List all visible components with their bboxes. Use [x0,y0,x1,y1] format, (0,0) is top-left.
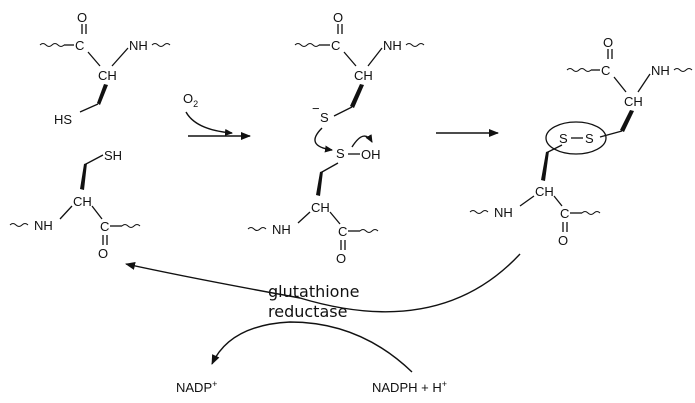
molecule-cysteine-thiol-top: C O CH NH HS [39,10,171,127]
svg-text:glutathione: glutathione [268,282,359,301]
atom-s-sulfenic: S [336,146,345,161]
atom-c: C [560,206,569,221]
atom-nh: NH [651,63,670,78]
molecule-cystine-disulfide: C O CH NH S S CH NH C O [469,35,693,248]
cofactor-nadp-plus: NADP+ [176,379,217,395]
atom-s-thiolate: S [320,110,329,125]
disulfide-bond-highlight [545,121,607,155]
atom-c: C [338,224,347,239]
cofactor-arc-arrow [211,321,413,373]
atom-o: O [333,10,343,25]
atom-ch: CH [624,94,643,109]
enzyme-label: glutathione reductase [268,282,359,321]
atom-nh: NH [383,38,402,53]
atom-ch: CH [354,68,373,83]
molecule-sulfenic-acid: S OH CH NH C O [247,146,381,266]
atom-c: C [75,38,84,53]
atom-o: O [336,251,346,266]
atom-nh: NH [34,218,53,233]
molecule-cysteine-thiolate: C O CH NH S − [294,10,425,125]
atom-c: C [331,38,340,53]
atom-o: O [603,35,613,50]
atom-ch: CH [73,194,92,209]
regeneration-arc-arrow [125,253,521,313]
atom-o: O [558,233,568,248]
charge-minus: − [312,101,320,116]
atom-ch: CH [311,200,330,215]
atom-o: O [98,246,108,261]
cofactor-nadph: NADPH + H+ [372,379,447,395]
svg-text:reductase: reductase [268,302,347,321]
o2-curved-arrow [185,111,233,136]
reagent-oxygen: O2 [183,91,198,109]
atom-c: C [100,219,109,234]
atom-s: S [559,131,568,146]
atom-nh: NH [272,222,291,237]
leaving-arrow-oh [351,134,373,148]
atom-sh: SH [104,148,122,163]
o2-label: O2 [183,91,198,109]
molecule-cysteine-thiol-bottom: SH CH NH C O [9,148,141,261]
atom-nh: NH [494,205,513,220]
atom-nh: NH [129,38,148,53]
atom-ch: CH [535,184,554,199]
atom-oh: OH [361,147,381,162]
atom-o: O [77,10,87,25]
atom-c: C [601,63,610,78]
attack-arrow-s [314,127,333,153]
atom-hs: HS [54,112,72,127]
atom-s: S [585,131,594,146]
atom-ch: CH [98,68,117,83]
